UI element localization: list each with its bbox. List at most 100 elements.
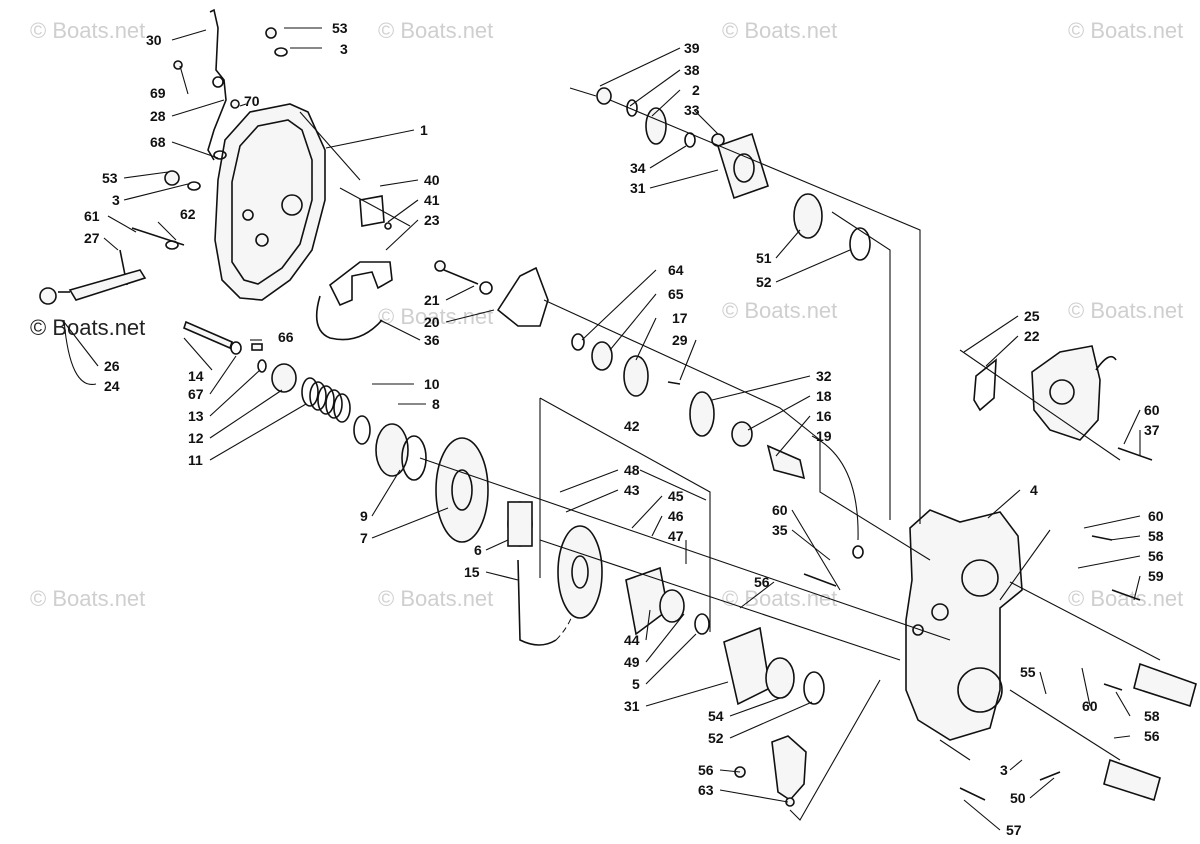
callout-24: 24 (104, 378, 120, 394)
leader-lines (63, 27, 1141, 831)
callout-29: 29 (672, 332, 688, 348)
callout-52: 52 (708, 730, 724, 746)
callout-40: 40 (424, 172, 440, 188)
callout-52: 52 (756, 274, 772, 290)
callout-64: 64 (668, 262, 684, 278)
callout-49: 49 (624, 654, 640, 670)
callout-31: 31 (630, 180, 646, 196)
callout-53: 53 (332, 20, 348, 36)
watermark: © Boats.net (1068, 586, 1183, 611)
callout-61: 61 (84, 208, 100, 224)
callout-5: 5 (632, 676, 640, 692)
callout-12: 12 (188, 430, 204, 446)
dipstick (207, 8, 227, 161)
lower-bracket-63 (734, 735, 807, 807)
callout-55: 55 (1020, 664, 1036, 680)
callout-13: 13 (188, 408, 204, 424)
callout-58: 58 (1144, 708, 1160, 724)
callout-46: 46 (668, 508, 684, 524)
callout-39: 39 (684, 40, 700, 56)
drive-chain-15 (517, 559, 578, 646)
watermark: © Boats.net (30, 586, 145, 611)
callout-69: 69 (150, 85, 166, 101)
watermark: © Boats.net (722, 298, 837, 323)
callout-57: 57 (1006, 822, 1022, 838)
callout-3: 3 (112, 192, 120, 208)
callout-10: 10 (424, 376, 440, 392)
callout-68: 68 (150, 134, 166, 150)
watermarks: © Boats.net © Boats.net © Boats.net © Bo… (30, 18, 1183, 611)
callout-3: 3 (1000, 762, 1008, 778)
callout-58: 58 (1148, 528, 1164, 544)
callout-45: 45 (668, 488, 684, 504)
callout-59: 59 (1148, 568, 1164, 584)
callout-60: 60 (1144, 402, 1160, 418)
callout-43: 43 (624, 482, 640, 498)
callout-60: 60 (1082, 698, 1098, 714)
watermark: © Boats.net (722, 18, 837, 43)
axis-lines (299, 87, 1161, 821)
callout-41: 41 (424, 192, 440, 208)
watermark: © Boats.net (378, 18, 493, 43)
callout-18: 18 (816, 388, 832, 404)
callout-33: 33 (684, 102, 700, 118)
callout-60: 60 (772, 502, 788, 518)
callout-34: 34 (630, 160, 646, 176)
middle-shaft-parts (434, 260, 864, 559)
callout-53: 53 (102, 170, 118, 186)
small-bolts-right (803, 447, 1153, 801)
driven-sprocket-43 (557, 525, 603, 619)
callout-31: 31 (624, 698, 640, 714)
chaincase-cover (214, 103, 326, 301)
watermark: © Boats.net (378, 304, 493, 329)
callout-23: 23 (424, 212, 440, 228)
gear-case-housing-4 (905, 509, 1023, 741)
callout-48: 48 (624, 462, 640, 478)
callout-1: 1 (420, 122, 428, 138)
callout-62: 62 (180, 206, 196, 222)
callout-26: 26 (104, 358, 120, 374)
pinion-gear-6 (507, 501, 533, 547)
callout-70: 70 (244, 93, 260, 109)
callout-9: 9 (360, 508, 368, 524)
callout-67: 67 (188, 386, 204, 402)
callout-60: 60 (1148, 508, 1164, 524)
callout-7: 7 (360, 530, 368, 546)
output-shafts (1103, 662, 1197, 802)
callout-17: 17 (672, 310, 688, 326)
callout-2: 2 (692, 82, 700, 98)
shift-shaft (39, 269, 147, 305)
washers-left (230, 341, 267, 373)
watermark: © Boats.net (1068, 298, 1183, 323)
callout-42: 42 (624, 418, 640, 434)
callout-35: 35 (772, 522, 788, 538)
callout-19: 19 (816, 428, 832, 444)
callout-36: 36 (424, 332, 440, 348)
watermark: © Boats.net (30, 18, 145, 43)
callout-56: 56 (698, 762, 714, 778)
bolt-14 (183, 320, 233, 350)
callout-65: 65 (668, 286, 684, 302)
callout-3: 3 (340, 41, 348, 57)
callout-50: 50 (1010, 790, 1026, 806)
callout-labels: 53 3 30 69 28 70 68 1 53 3 40 41 23 61 6… (84, 20, 1164, 838)
small-hardware (119, 27, 392, 286)
callout-21: 21 (424, 292, 440, 308)
callout-4: 4 (1030, 482, 1038, 498)
callout-38: 38 (684, 62, 700, 78)
large-sprocket-7 (435, 437, 489, 543)
callout-14: 14 (188, 368, 204, 384)
callout-22: 22 (1024, 328, 1040, 344)
watermark: © Boats.net (30, 315, 145, 340)
watermark: © Boats.net (722, 586, 837, 611)
callout-47: 47 (668, 528, 684, 544)
callout-51: 51 (756, 250, 772, 266)
callout-54: 54 (708, 708, 724, 724)
callout-8: 8 (432, 396, 440, 412)
callout-11: 11 (188, 452, 203, 468)
callout-56: 56 (1148, 548, 1164, 564)
callout-6: 6 (474, 542, 482, 558)
callout-37: 37 (1144, 422, 1160, 438)
